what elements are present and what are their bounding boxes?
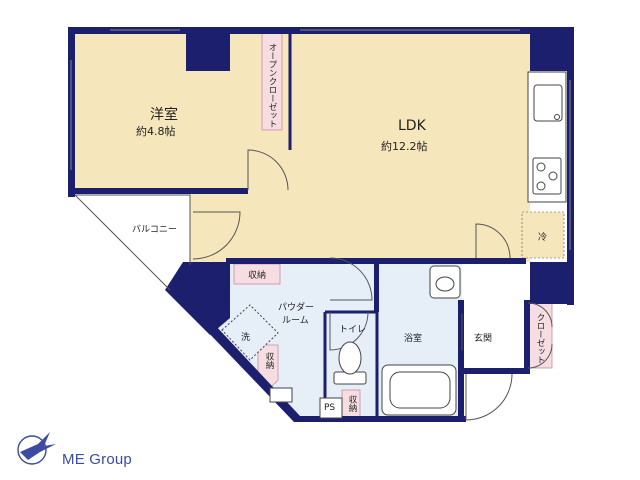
- wall-entrance-bottom: [462, 368, 530, 374]
- closet-label: クローゼット: [535, 312, 545, 364]
- ldk-floor: [190, 33, 530, 262]
- open-closet-label: オープンクローゼット: [267, 42, 277, 128]
- wall-western-bottom: [68, 188, 248, 194]
- brand-name: ME Group: [62, 451, 132, 468]
- entrance-label: 玄関: [474, 334, 493, 344]
- washer-space: [221, 304, 279, 361]
- bird-logo-icon: [17, 432, 56, 465]
- wall-column-top: [186, 27, 230, 71]
- toilet-bowl-icon: [338, 341, 362, 375]
- kitchen-sink-icon: [533, 84, 563, 122]
- balcony-floor: [74, 192, 190, 280]
- washer-label: 洗: [241, 333, 251, 343]
- burner-3-icon: [536, 181, 546, 191]
- western-room-area: 約4.8帖: [136, 125, 176, 138]
- entrance-floor: [462, 300, 525, 372]
- door-powder: [329, 257, 373, 301]
- storage-left-label: 収納: [264, 352, 274, 369]
- balcony-outline: [75, 194, 191, 265]
- wall-column-right-mid: [530, 262, 574, 304]
- storage-right-label: 収納: [347, 395, 357, 412]
- wall-column-left-mid: [165, 262, 230, 335]
- wall-bath-left: [374, 262, 379, 312]
- burner-1-icon: [536, 162, 546, 172]
- ldk-name: LDK: [398, 118, 426, 134]
- wall-entrance-right: [524, 300, 530, 372]
- kitchen-faucet-icon: [554, 114, 560, 120]
- wall-bath-right: [458, 300, 464, 422]
- door-entrance-ldk: [475, 223, 511, 259]
- bathroom-label: 浴室: [404, 334, 423, 344]
- door-balcony: [192, 211, 241, 260]
- storage-top-label: 収納: [248, 271, 267, 281]
- door-toilet: [329, 311, 369, 351]
- western-room-name: 洋室: [150, 107, 178, 123]
- ps-label: PS: [324, 403, 336, 413]
- ldk-area: 約12.2帖: [381, 140, 428, 153]
- western-room-floor: [74, 33, 290, 190]
- fridge-label: 冷: [538, 233, 548, 243]
- wall-bottom: [294, 416, 466, 422]
- powder-room-label-2: ルーム: [282, 316, 309, 326]
- door-closet: [527, 302, 553, 369]
- shelf-icon: [269, 387, 293, 403]
- balcony-rail: [74, 194, 171, 291]
- wall-column-right-top: [530, 27, 574, 71]
- ps-box: [319, 397, 343, 419]
- fridge-space: [521, 211, 565, 259]
- toilet-label: トイレ: [339, 325, 367, 335]
- balcony-label: バルコニー: [132, 225, 177, 235]
- door-front: [465, 373, 513, 421]
- basin-bowl-icon: [435, 276, 455, 292]
- bathtub-inner-icon: [389, 371, 451, 409]
- door-western: [247, 149, 289, 191]
- powder-room-label-1: パウダー: [278, 303, 315, 313]
- burner-2-icon: [548, 171, 558, 181]
